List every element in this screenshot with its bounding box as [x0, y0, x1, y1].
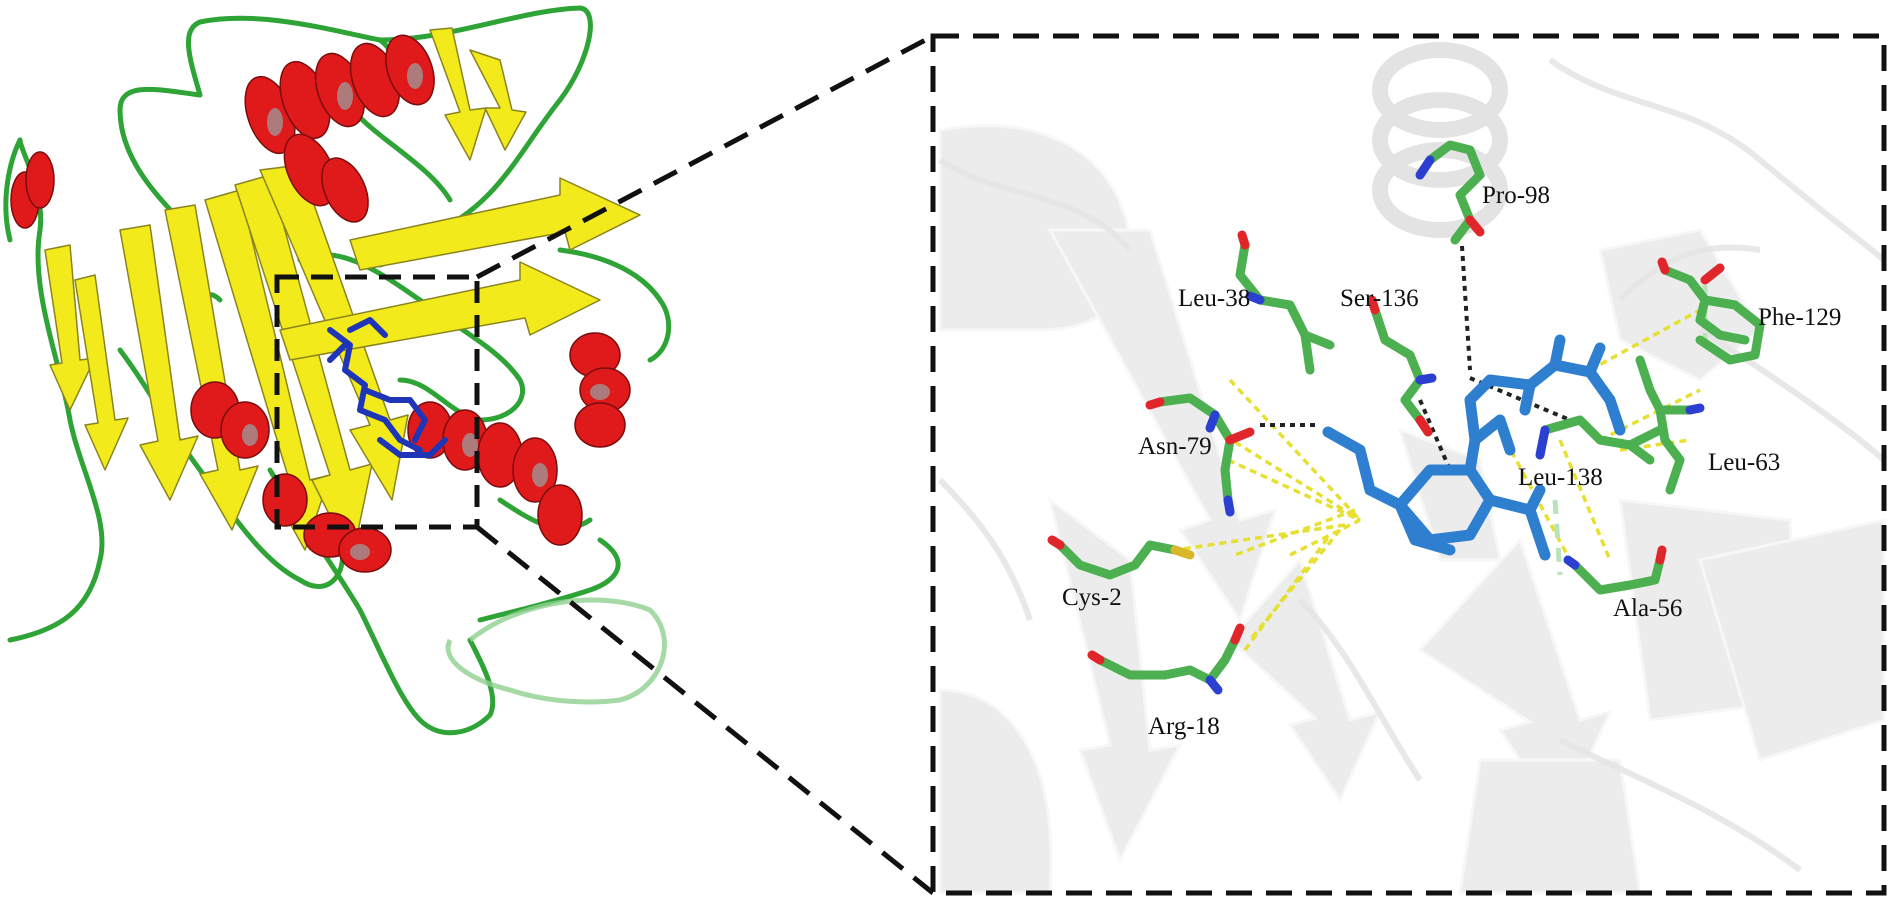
binding-site-detail: Pro-98 Leu-38 Ser-136 Phe-129 Asn-79 Leu…	[930, 33, 1887, 896]
hydrophobic-contacts	[1174, 308, 1701, 652]
zoom-selection-box	[274, 274, 480, 530]
faded-loops	[937, 57, 1886, 873]
label-ala56: Ala-56	[1613, 595, 1682, 622]
label-phe129: Phe-129	[1758, 304, 1841, 331]
stick-asn79	[1145, 393, 1255, 517]
label-pro98: Pro-98	[1482, 182, 1550, 209]
stick-leu63	[1635, 355, 1705, 495]
stick-leu138	[1535, 415, 1665, 465]
stick-pro98	[1415, 140, 1485, 245]
label-ser136: Ser-136	[1340, 285, 1419, 312]
stick-arg18	[1087, 623, 1245, 695]
detail-panel-frame	[930, 33, 1887, 896]
helix-shading	[242, 63, 610, 560]
stick-leu38	[1235, 230, 1335, 375]
faded-loop	[445, 597, 667, 705]
hydrogen-bonds	[1260, 245, 1571, 471]
residue-labels: Pro-98 Leu-38 Ser-136 Phe-129 Asn-79 Leu…	[1062, 182, 1841, 740]
ligand-overview	[327, 317, 448, 458]
stick-ser136	[1367, 295, 1437, 437]
alpha-helices	[10, 34, 631, 573]
label-leu138: Leu-138	[1518, 464, 1603, 491]
label-cys2: Cys-2	[1062, 584, 1122, 611]
label-leu38: Leu-38	[1178, 285, 1250, 312]
label-asn79: Asn-79	[1138, 433, 1212, 460]
stick-ala56	[1563, 545, 1667, 595]
label-leu63: Leu-63	[1708, 449, 1780, 476]
ligand-detail	[1322, 334, 1626, 561]
stick-cys2	[1047, 535, 1195, 580]
stick-phe129	[1657, 257, 1765, 365]
zoom-connectors	[475, 33, 935, 895]
residue-sticks	[1047, 140, 1765, 695]
label-arg18: Arg-18	[1148, 713, 1220, 740]
protein-overview	[3, 5, 672, 736]
